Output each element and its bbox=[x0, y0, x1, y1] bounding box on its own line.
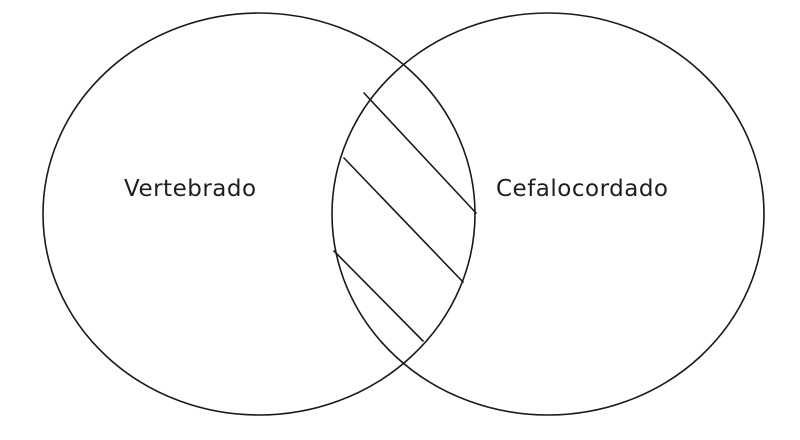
hatch-line bbox=[343, 157, 464, 283]
set-circle-vertebrado bbox=[42, 12, 476, 416]
hatch-line bbox=[363, 92, 477, 214]
set-circle-cefalocordado bbox=[331, 12, 765, 416]
hatch-line bbox=[333, 250, 424, 342]
label-vertebrado: Vertebrado bbox=[124, 176, 257, 202]
label-cefalocordado: Cefalocordado bbox=[496, 176, 669, 202]
intersection-hatching bbox=[333, 92, 477, 342]
